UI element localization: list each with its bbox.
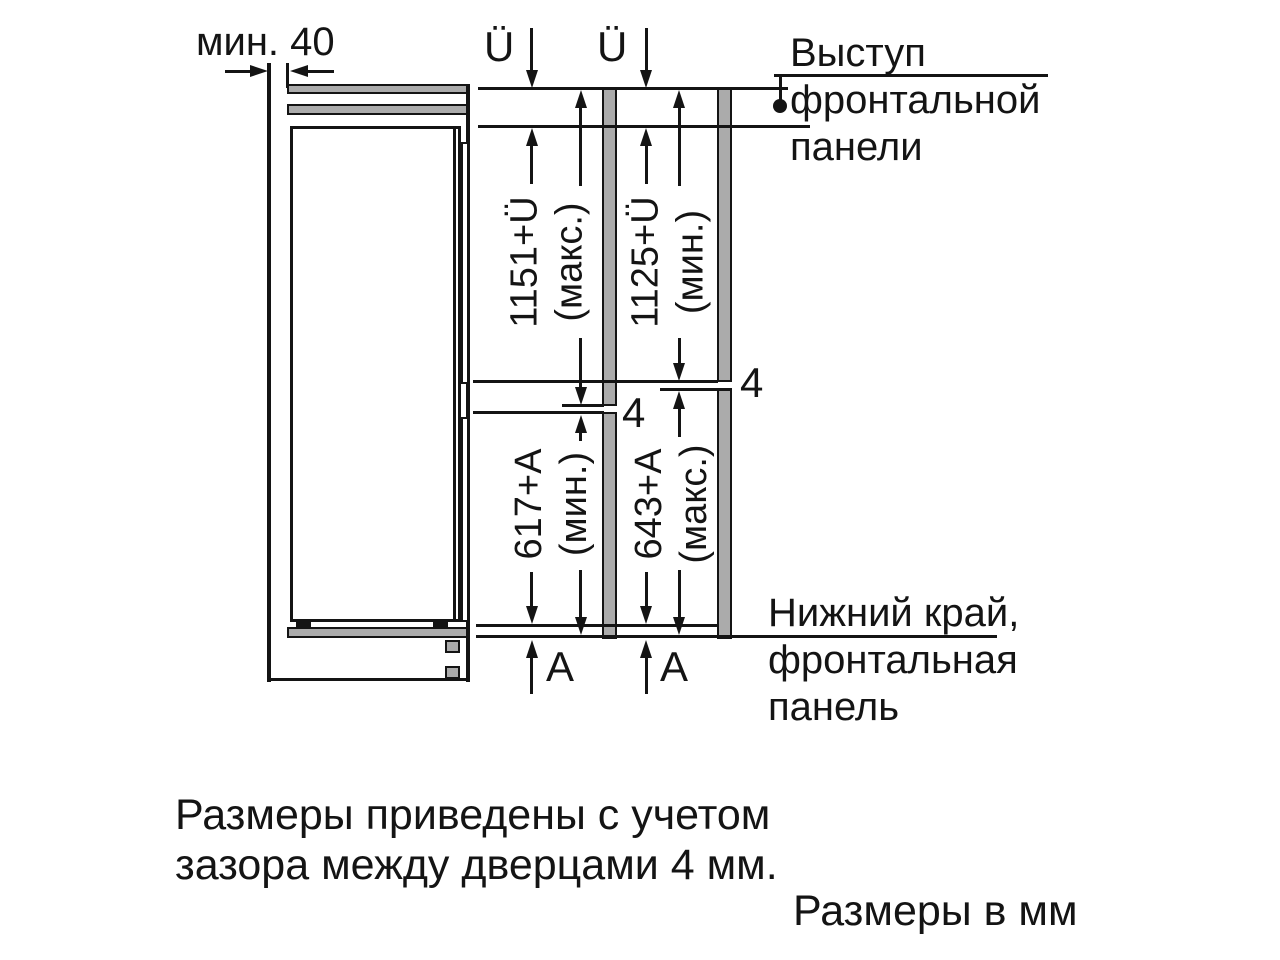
ref-line-panel-top-min	[478, 125, 810, 128]
callout-top-underline	[774, 74, 1048, 77]
ref-line-inner-gap-bottom	[473, 411, 604, 414]
gap-inner-up-stem	[579, 431, 582, 441]
callout-bottom-text: Нижний край, фронтальная панель	[768, 590, 1019, 731]
ref-line-outer-gap-top	[473, 380, 718, 383]
min40-arrow-left-icon	[290, 65, 308, 77]
cabinet-top-strip-inner	[287, 104, 468, 115]
dim-lower-outer-label: 643+А (макс.)	[626, 429, 718, 579]
dim-lower-inner-label: 617+А (мин.)	[506, 429, 598, 579]
dim-upper-inner-label: 1151+Ü (макс.)	[502, 180, 594, 345]
overlap-arrow-inner-stem	[530, 28, 533, 72]
dim-lower-inner-value: 617+А	[508, 448, 550, 560]
adjust-inner-label: А	[546, 643, 575, 690]
overlap-counter-arrow-inner-stem	[530, 144, 533, 184]
dim40-extension-tick	[286, 63, 289, 88]
dim-upper-outer-value: 1125+Ü	[624, 196, 667, 328]
gap-outer-up-stem	[678, 407, 681, 437]
callout-top-text: Выступ фронтальной панели	[790, 30, 1040, 171]
min40-stem-right	[306, 70, 334, 73]
gap-inner-up-arrow-icon	[575, 415, 587, 433]
hinge-block-upper	[445, 640, 460, 653]
cabinet-left-wall	[267, 63, 271, 682]
overlap-arrow-inner-down-icon	[526, 70, 538, 88]
appliance-door-mount-lower	[461, 417, 469, 622]
dim-lower-outer-bottom-arrow-icon	[640, 606, 652, 624]
adjust-inner-up-arrow-icon	[526, 640, 538, 658]
tick-outer-gap-bottom	[660, 388, 732, 391]
min40-label: мин. 40	[196, 20, 335, 64]
hinge-block-lower	[445, 666, 460, 679]
dim-lower-inner-edge-arrow-icon	[575, 617, 587, 635]
dim-lower-outer-value: 643+А	[628, 448, 670, 560]
appliance-right-wall-inner-line	[453, 129, 456, 619]
adjust-outer-up-stem	[645, 656, 648, 694]
front-panel-inner-upper	[602, 87, 617, 406]
adjust-inner-up-stem	[530, 656, 533, 694]
cabinet-bottom	[267, 678, 470, 681]
dim-upper-outer-label: 1125+Ü (мин.)	[623, 180, 715, 345]
note-line2: зазора между дверцами 4 мм.	[175, 841, 778, 889]
ref-line-bottom-min	[476, 624, 719, 627]
dim-lower-outer-bottom-stem	[645, 572, 648, 608]
dim-upper-outer-bottom-stem	[678, 338, 681, 366]
dim-lower-inner-qualifier: (мин.)	[553, 451, 595, 557]
min40-arrow-right-icon	[250, 65, 268, 77]
dim-lower-outer-edge-arrow-icon	[673, 617, 685, 635]
callout-top-leader-dot	[773, 99, 787, 113]
appliance-body	[290, 126, 461, 622]
overlap-counter-arrow-inner-icon	[526, 128, 538, 146]
callout-top-line1: Выступ	[790, 31, 926, 75]
adjust-outer-up-arrow-icon	[640, 640, 652, 658]
note-line1: Размеры приведены с учетом	[175, 791, 771, 839]
dim-upper-inner-bottom-stem	[579, 338, 582, 390]
dim-upper-inner-top-stem	[579, 106, 582, 186]
appliance-foot-left	[296, 620, 311, 628]
callout-top-line2: фронтальной	[790, 78, 1041, 122]
ref-line-panel-top	[478, 87, 788, 90]
dim-upper-outer-bottom-arrow-icon	[673, 363, 685, 381]
front-panel-outer-lower	[717, 389, 732, 639]
overlap-arrow-outer-down-icon	[640, 70, 652, 88]
dim-upper-inner-top-arrow-icon	[575, 90, 587, 108]
dim-upper-outer-top-arrow-icon	[673, 90, 685, 108]
units-caption: Размеры в мм	[793, 887, 1078, 935]
dim-upper-outer-top-stem	[678, 106, 681, 186]
dim-upper-outer-qualifier: (мин.)	[669, 209, 712, 315]
dim-lower-inner-bottom-stem	[530, 572, 533, 608]
dim-upper-inner-value: 1151+Ü	[503, 196, 546, 328]
callout-top-leader	[779, 74, 782, 104]
overlap-counter-arrow-outer-icon	[640, 128, 652, 146]
min40-stem-left	[225, 70, 253, 73]
appliance-foot-right	[433, 620, 448, 628]
dim-lower-inner-bottom-arrow-icon	[526, 606, 538, 624]
cabinet-top-strip-outer	[287, 84, 468, 94]
callout-bottom-line2: фронтальная	[768, 638, 1018, 682]
front-panel-outer-upper	[717, 87, 732, 382]
overlap-arrow-outer-stem	[645, 28, 648, 72]
plinth-panel	[287, 627, 468, 638]
overlap-counter-arrow-outer-stem	[645, 144, 648, 184]
dim-lower-inner-edge-stem	[579, 570, 582, 618]
tick-inner-gap-top	[562, 404, 604, 407]
gap-outer-up-arrow-icon	[673, 391, 685, 409]
note-text: Размеры приведены с учетом зазора между …	[175, 790, 778, 890]
ref-line-bottom-edge	[476, 635, 997, 638]
appliance-door-mount-upper	[461, 142, 469, 384]
dim-upper-inner-bottom-arrow-icon	[575, 387, 587, 405]
callout-bottom-line1: Нижний край,	[768, 591, 1020, 635]
dim-lower-outer-edge-stem	[678, 570, 681, 618]
dim-upper-inner-qualifier: (макс.)	[548, 202, 591, 322]
adjust-outer-label: А	[660, 643, 689, 690]
dim-lower-outer-qualifier: (макс.)	[673, 444, 715, 564]
front-panel-inner-lower	[602, 412, 617, 639]
gap-inner-label: 4	[622, 389, 646, 436]
callout-bottom-line3: панель	[768, 685, 900, 729]
gap-outer-label: 4	[740, 359, 764, 406]
overlap-symbol-inner: Ü	[484, 23, 515, 70]
callout-top-line3: панели	[790, 125, 923, 169]
overlap-symbol-outer: Ü	[597, 23, 628, 70]
